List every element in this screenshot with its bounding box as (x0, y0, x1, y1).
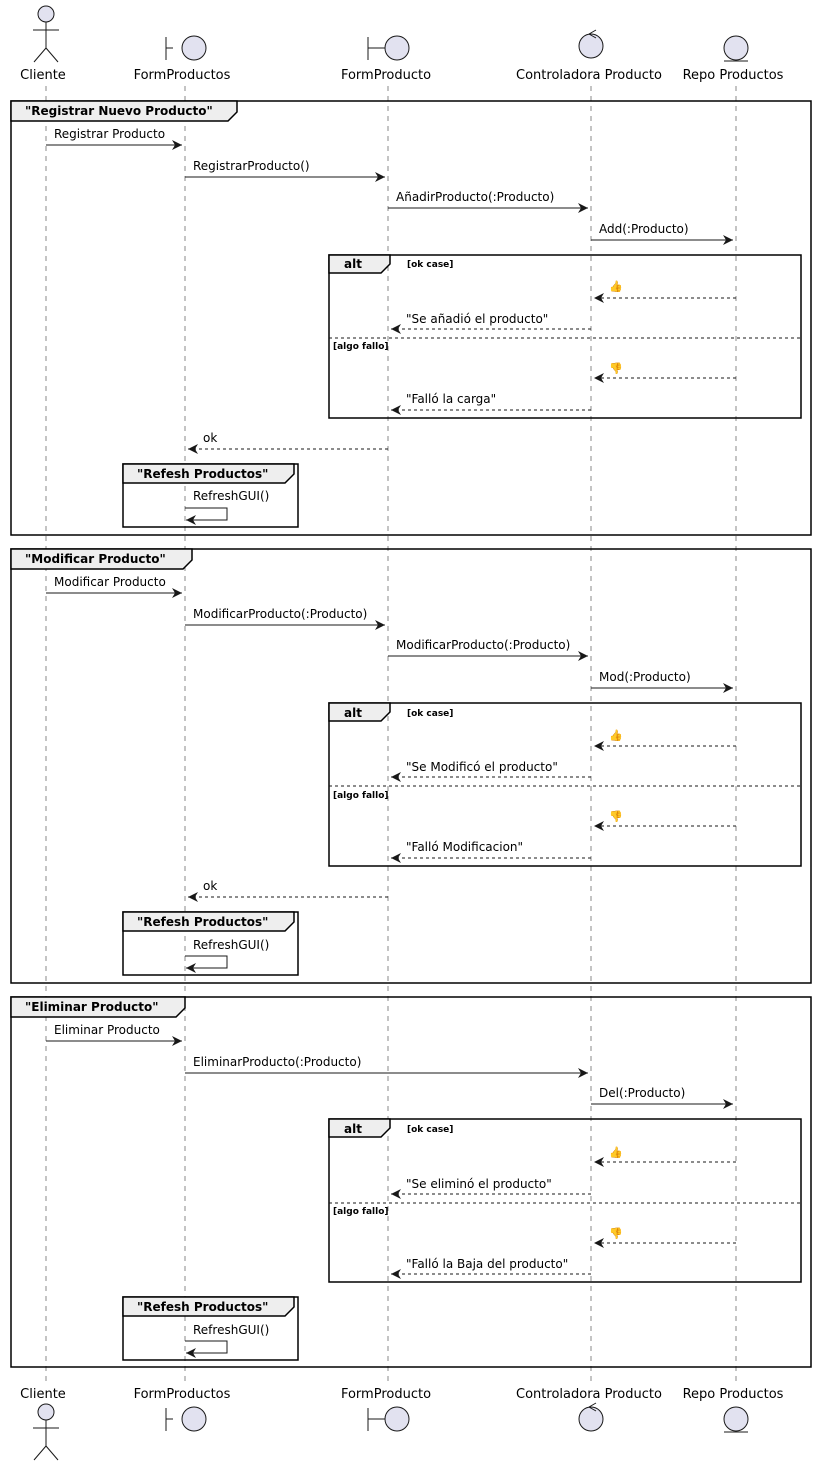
boundary-icon (367, 35, 410, 61)
thumbs-up-icon: 👍 (609, 280, 623, 293)
participant-formproductos: FormProductos (134, 68, 231, 83)
alt-condition-fail: [algo fallo] (333, 1207, 389, 1217)
fragment-registrar-nuevo-producto: "Registrar Nuevo Producto" Registrar Pro… (10, 100, 812, 536)
participant-controladora-producto: Controladora Producto (516, 68, 662, 83)
participant-formproducto: FormProducto (341, 1387, 431, 1402)
return-label: ok (203, 431, 217, 445)
message-label: RegistrarProducto() (193, 159, 310, 173)
thumbs-down-icon: 👎 (609, 1227, 623, 1240)
refresh-fragment: "Refesh Productos" RefreshGUI() (122, 911, 299, 976)
alt-fragment: alt [ok case] 👍 "Se eliminó el producto"… (328, 1118, 802, 1283)
control-icon (578, 1402, 604, 1432)
refresh-fragment: "Refesh Productos" RefreshGUI() (122, 463, 299, 528)
control-icon (578, 29, 604, 59)
boundary-icon (165, 35, 207, 61)
message-label: Modificar Producto (54, 575, 166, 589)
entity-icon (723, 1406, 749, 1433)
alt-condition-fail: [algo fallo] (333, 342, 389, 352)
message-label: Registrar Producto (54, 127, 165, 141)
lifelines (45, 86, 737, 1383)
participant-controladora-producto: Controladora Producto (516, 1387, 662, 1402)
message-label: EliminarProducto(:Producto) (193, 1055, 361, 1069)
fragment-title: "Eliminar Producto" (25, 1000, 158, 1014)
alt-condition-ok: [ok case] (407, 1125, 453, 1135)
self-message-label: RefreshGUI() (193, 938, 269, 952)
message-label: Add(:Producto) (599, 222, 689, 236)
return-label: ok (203, 879, 217, 893)
fragment-title: "Registrar Nuevo Producto" (25, 104, 213, 118)
participant-cliente: Cliente (20, 1387, 66, 1402)
fragment-title: "Modificar Producto" (25, 552, 166, 566)
self-message-label: RefreshGUI() (193, 489, 269, 503)
entity-icon (723, 35, 749, 62)
refresh-title: "Refesh Productos" (137, 467, 268, 481)
participant-cliente: Cliente (20, 68, 66, 83)
thumbs-down-icon: 👎 (609, 362, 623, 375)
reply-label: "Falló la Baja del producto" (406, 1257, 568, 1271)
message-label: ModificarProducto(:Producto) (193, 607, 367, 621)
self-message-label: RefreshGUI() (193, 1323, 269, 1337)
fragment-modificar-producto: "Modificar Producto" Modificar Producto … (10, 548, 812, 984)
reply-label: "Falló la carga" (406, 392, 496, 406)
message-label: AñadirProducto(:Producto) (396, 190, 554, 204)
alt-condition-ok: [ok case] (407, 260, 453, 270)
boundary-icon (165, 1406, 207, 1432)
reply-label: "Se Modificó el producto" (406, 760, 558, 774)
fragment-eliminar-producto: "Eliminar Producto" Eliminar Producto El… (10, 996, 812, 1368)
reply-label: "Se añadió el producto" (406, 312, 548, 326)
alt-condition-ok: [ok case] (407, 709, 453, 719)
actor-icon (33, 1403, 59, 1461)
alt-fragment: alt [ok case] 👍 "Se Modificó el producto… (328, 702, 802, 867)
reply-label: "Falló Modificacion" (406, 840, 523, 854)
participant-repo-productos: Repo Productos (683, 68, 784, 83)
thumbs-down-icon: 👎 (609, 810, 623, 823)
participants-bottom: Cliente FormProductos FormProducto Contr… (20, 1387, 784, 1461)
actor-icon (33, 5, 59, 63)
message-label: Del(:Producto) (599, 1086, 685, 1100)
participants-top: Cliente FormProductos FormProducto Contr… (20, 5, 784, 83)
thumbs-up-icon: 👍 (609, 1146, 623, 1159)
participant-formproducto: FormProducto (341, 68, 431, 83)
refresh-title: "Refesh Productos" (137, 915, 268, 929)
boundary-icon (367, 1406, 410, 1432)
message-label: Mod(:Producto) (599, 670, 691, 684)
thumbs-up-icon: 👍 (609, 729, 623, 742)
refresh-title: "Refesh Productos" (137, 1300, 268, 1314)
refresh-fragment: "Refesh Productos" RefreshGUI() (122, 1296, 299, 1361)
participant-formproductos: FormProductos (134, 1387, 231, 1402)
alt-label: alt (344, 257, 362, 271)
reply-label: "Se eliminó el producto" (406, 1177, 552, 1191)
participant-repo-productos: Repo Productos (683, 1387, 784, 1402)
alt-fragment: alt [ok case] 👍 "Se añadió el producto" … (328, 254, 802, 419)
alt-label: alt (344, 1122, 362, 1136)
alt-condition-fail: [algo fallo] (333, 791, 389, 801)
message-label: ModificarProducto(:Producto) (396, 638, 570, 652)
message-label: Eliminar Producto (54, 1023, 160, 1037)
alt-label: alt (344, 706, 362, 720)
